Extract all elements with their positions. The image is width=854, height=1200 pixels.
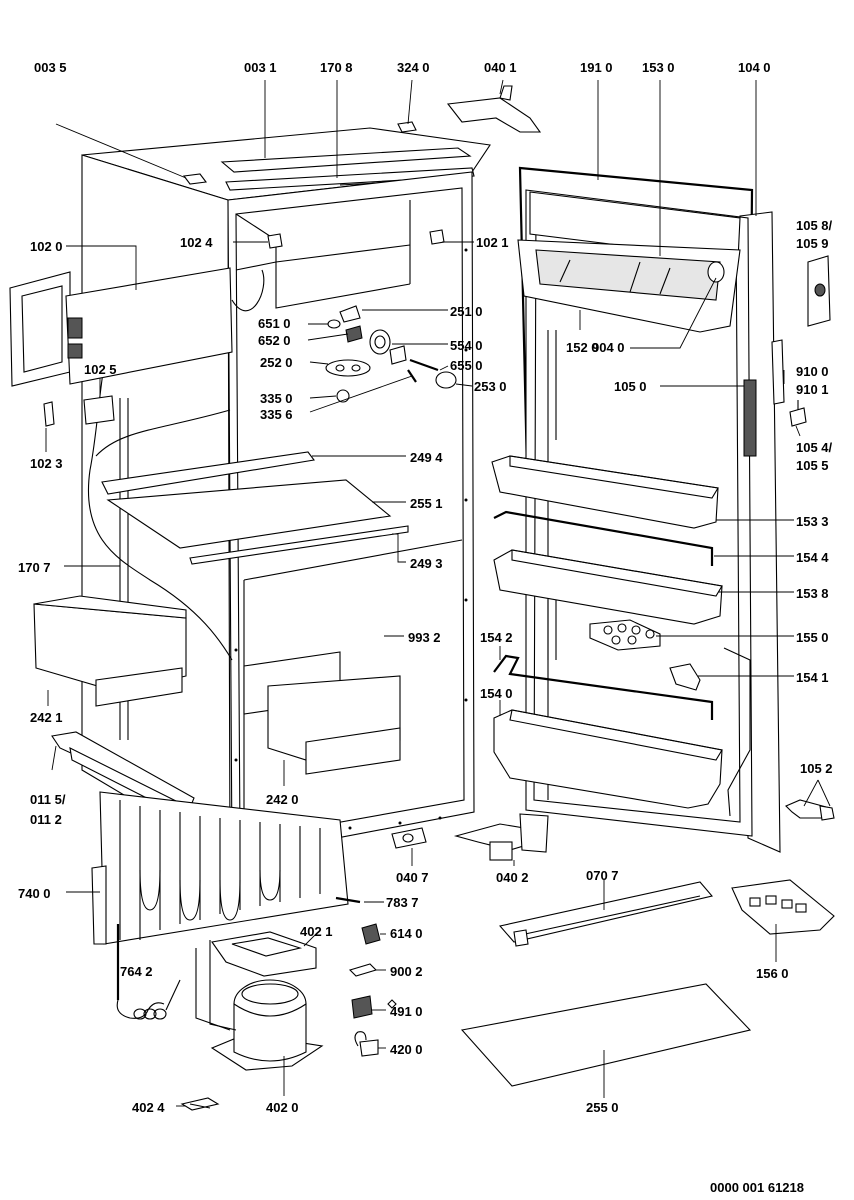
label-102-5: 102 5 — [84, 362, 117, 377]
label-102-3: 102 3 — [30, 456, 63, 471]
label-154-1: 154 1 — [796, 670, 829, 685]
label-335-6: 335 6 — [260, 407, 293, 422]
label-253-0: 253 0 — [474, 379, 507, 394]
label-255-1: 255 1 — [410, 496, 443, 511]
label-402-1: 402 1 — [300, 924, 333, 939]
label-491-0: 491 0 — [390, 1004, 423, 1019]
top-small-parts — [182, 85, 542, 249]
label-554-0: 554 0 — [450, 338, 483, 353]
label-102-0: 102 0 — [30, 239, 63, 254]
label-105-0: 105 0 — [614, 379, 647, 394]
label-783-7: 783 7 — [386, 895, 419, 910]
crisper-drawers — [33, 595, 401, 775]
label-910-1: 910 1 — [796, 382, 829, 397]
glass-shelf — [101, 451, 409, 565]
label-011-2: 011 2 — [30, 812, 62, 827]
leader-lines — [45, 79, 831, 1107]
label-105-5: 105 5 — [796, 458, 829, 473]
label-910-0: 910 0 — [796, 364, 829, 379]
electrical-small-parts — [180, 827, 427, 1111]
label-153-3: 153 3 — [796, 514, 829, 529]
bottom-free-parts — [460, 879, 835, 1087]
label-003-1: 003 1 — [244, 60, 277, 75]
label-191-0: 191 0 — [580, 60, 613, 75]
label-251-0: 251 0 — [450, 304, 483, 319]
label-105-9: 105 9 — [796, 236, 829, 251]
label-904-0: 904 0 — [592, 340, 625, 355]
part-number-labels: 003 5 003 1 170 8 324 0 040 1 191 0 153 … — [18, 60, 833, 1195]
hinge-parts — [43, 395, 549, 861]
compressor — [195, 931, 324, 1071]
condenser-grid — [91, 791, 349, 945]
label-011-5: 011 5/ — [30, 792, 66, 807]
label-040-7: 040 7 — [396, 870, 429, 885]
label-249-4: 249 4 — [410, 450, 443, 465]
label-154-2: 154 2 — [480, 630, 513, 645]
label-255-0: 255 0 — [586, 1100, 619, 1115]
label-040-1: 040 1 — [484, 60, 517, 75]
label-105-8: 105 8/ — [796, 218, 833, 233]
label-242-0: 242 0 — [266, 792, 299, 807]
label-764-2: 764 2 — [120, 964, 153, 979]
label-153-8: 153 8 — [796, 586, 829, 601]
label-153-0: 153 0 — [642, 60, 675, 75]
label-402-0: 402 0 — [266, 1100, 299, 1115]
label-655-0: 655 0 — [450, 358, 483, 373]
label-740-0: 740 0 — [18, 886, 51, 901]
label-170-7: 170 7 — [18, 560, 51, 575]
document-number: 0000 001 61218 — [710, 1180, 804, 1195]
label-003-5: 003 5 — [34, 60, 67, 75]
label-324-0: 324 0 — [397, 60, 430, 75]
label-154-0: 154 0 — [480, 686, 513, 701]
label-070-7: 070 7 — [586, 868, 619, 883]
capillary-drier — [116, 924, 181, 1020]
label-040-2: 040 2 — [496, 870, 529, 885]
label-170-8: 170 8 — [320, 60, 353, 75]
label-249-3: 249 3 — [410, 556, 443, 571]
label-155-0: 155 0 — [796, 630, 829, 645]
label-993-2: 993 2 — [408, 630, 441, 645]
label-651-0: 651 0 — [258, 316, 291, 331]
refrigerator-door — [491, 166, 835, 853]
label-614-0: 614 0 — [390, 926, 423, 941]
label-154-4: 154 4 — [796, 550, 829, 565]
label-252-0: 252 0 — [260, 355, 293, 370]
label-335-0: 335 0 — [260, 391, 293, 406]
thermostat-light-assembly — [325, 305, 457, 403]
label-420-0: 420 0 — [390, 1042, 423, 1057]
label-105-4: 105 4/ — [796, 440, 833, 455]
label-402-4: 402 4 — [132, 1100, 165, 1115]
label-102-1: 102 1 — [476, 235, 509, 250]
label-105-2: 105 2 — [800, 761, 833, 776]
label-152-0: 152 0 — [566, 340, 599, 355]
label-900-2: 900 2 — [390, 964, 423, 979]
label-156-0: 156 0 — [756, 966, 789, 981]
label-652-0: 652 0 — [258, 333, 291, 348]
freezer-compartment-door — [9, 267, 233, 387]
label-242-1: 242 1 — [30, 710, 63, 725]
label-104-0: 104 0 — [738, 60, 771, 75]
label-102-4: 102 4 — [180, 235, 213, 250]
right-hinge-components — [771, 255, 831, 427]
